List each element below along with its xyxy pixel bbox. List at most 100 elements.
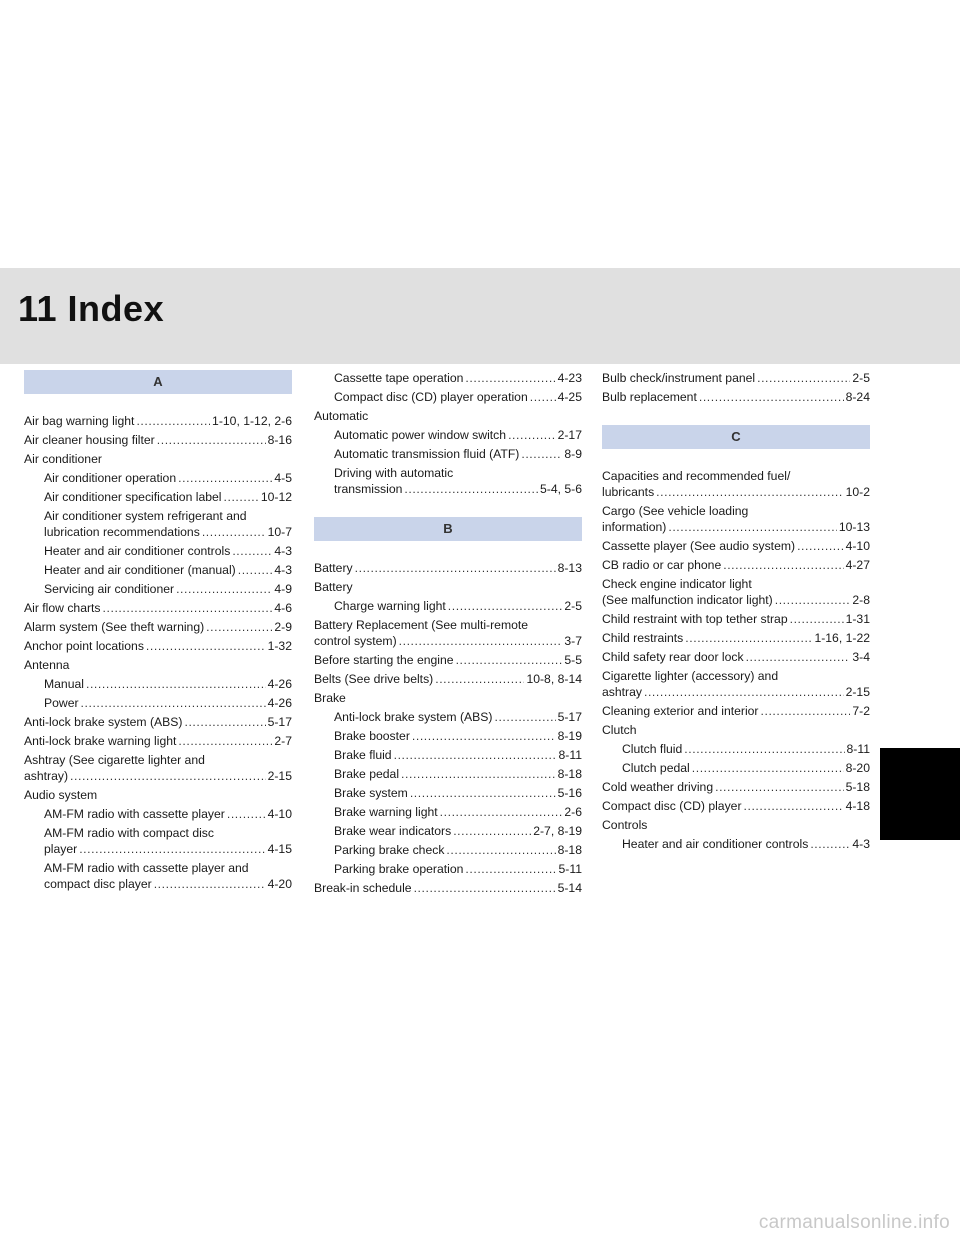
dot-leader xyxy=(136,413,210,429)
entry-label: Anti-lock brake warning light xyxy=(24,734,177,748)
dot-leader xyxy=(79,841,265,857)
dot-leader xyxy=(790,611,844,627)
dot-leader xyxy=(202,524,266,540)
entry-label: Compact disc (CD) player operation xyxy=(334,390,528,404)
entry-label: (See malfunction indicator light) xyxy=(602,593,773,607)
index-subentry: Servicing air conditioner4-9 xyxy=(24,581,292,597)
entry-label: Parking brake operation xyxy=(334,862,464,876)
page-reference: 2-5 xyxy=(852,371,870,385)
page-reference: 10-2 xyxy=(845,485,870,499)
page-reference: 10-7 xyxy=(267,525,292,539)
index-subentry: Brake warning light2-6 xyxy=(314,804,582,820)
dot-leader xyxy=(394,747,557,763)
entry-label: compact disc player xyxy=(44,877,152,891)
entry-label: Brake wear indicators xyxy=(334,824,452,838)
entry-label: ashtray) xyxy=(24,769,69,783)
page-reference: 10-8, 8-14 xyxy=(526,672,582,686)
dot-leader xyxy=(456,652,563,668)
entry-label: CB radio or car phone xyxy=(602,558,722,572)
index-entry: Cassette player (See audio system)4-10 xyxy=(602,538,870,554)
dot-leader xyxy=(644,684,844,700)
page-reference: 3-7 xyxy=(564,634,582,648)
index-entry: Anchor point locations1-32 xyxy=(24,638,292,654)
page-reference: 4-3 xyxy=(274,563,292,577)
index-entry: Break-in schedule5-14 xyxy=(314,880,582,896)
entry-label: Air conditioner specification label xyxy=(44,490,222,504)
dot-leader xyxy=(465,370,555,386)
page-reference: 8-16 xyxy=(267,433,292,447)
page-reference: 4-10 xyxy=(267,807,292,821)
entry-label: Parking brake check xyxy=(334,843,445,857)
index-subentry: Brake fluid8-11 xyxy=(314,747,582,763)
dot-leader xyxy=(232,543,272,559)
entry-label: AM-FM radio with compact disc xyxy=(44,826,214,840)
page-reference: 8-18 xyxy=(557,767,582,781)
dot-leader xyxy=(453,823,531,839)
entry-label: information) xyxy=(602,520,667,534)
index-entry: Battery8-13 xyxy=(314,560,582,576)
dot-leader xyxy=(86,676,266,692)
entry-label: Audio system xyxy=(24,788,98,802)
dot-leader xyxy=(414,880,556,896)
index-entry: Clutch xyxy=(602,722,870,738)
index-entry: Child restraint with top tether strap1-3… xyxy=(602,611,870,627)
index-subentry: AM-FM radio with cassette player4-10 xyxy=(24,806,292,822)
entry-label: Brake system xyxy=(334,786,408,800)
entry-label: Air flow charts xyxy=(24,601,101,615)
index-entry: Cleaning exterior and interior7-2 xyxy=(602,703,870,719)
entry-label: Charge warning light xyxy=(334,599,446,613)
entry-label: transmission xyxy=(334,482,403,496)
entry-label: Brake xyxy=(314,691,346,705)
index-subentry: Parking brake operation5-11 xyxy=(314,861,582,877)
page-reference: 8-18 xyxy=(557,843,582,857)
dot-leader xyxy=(465,861,556,877)
entry-label: Automatic power window switch xyxy=(334,428,507,442)
page-reference: 5-18 xyxy=(845,780,870,794)
section-letter-header: B xyxy=(314,517,582,541)
dot-leader xyxy=(744,798,844,814)
entry-label: Cold weather driving xyxy=(602,780,714,794)
page-reference: 2-7, 8-19 xyxy=(533,824,582,838)
entry-label: Manual xyxy=(44,677,84,691)
entry-label: player xyxy=(44,842,78,856)
entry-label: lubrication recommendations xyxy=(44,525,200,539)
index-subentry: Brake pedal8-18 xyxy=(314,766,582,782)
entry-label: AM-FM radio with cassette player and xyxy=(44,861,249,875)
index-subentry: Brake wear indicators 2-7, 8-19 xyxy=(314,823,582,839)
index-entry: Child restraints1-16, 1-22 xyxy=(602,630,870,646)
entry-label: Cassette tape operation xyxy=(334,371,464,385)
dot-leader xyxy=(227,806,266,822)
entry-label: Anti-lock brake system (ABS) xyxy=(334,710,493,724)
page-reference: 4-18 xyxy=(845,799,870,813)
page-reference: 2-15 xyxy=(267,769,292,783)
index-entry: Battery xyxy=(314,579,582,595)
page-reference: 5-16 xyxy=(557,786,582,800)
entry-label: Heater and air conditioner controls xyxy=(622,837,809,851)
index-entry: Air flow charts4-6 xyxy=(24,600,292,616)
dot-leader xyxy=(656,484,843,500)
index-subentry: AM-FM radio with compact discplayer4-15 xyxy=(24,825,292,857)
index-subentry: Automatic transmission fluid (ATF)8-9 xyxy=(314,446,582,462)
dot-leader xyxy=(412,728,556,744)
page-reference: 4-23 xyxy=(557,371,582,385)
dot-leader xyxy=(494,709,555,725)
watermark: carmanualsonline.info xyxy=(758,1212,950,1233)
entry-label: Anchor point locations xyxy=(24,639,144,653)
page-reference: 7-2 xyxy=(852,704,870,718)
page-reference: 2-6 xyxy=(564,805,582,819)
index-subentry: Power4-26 xyxy=(24,695,292,711)
index-subentry: Brake system 5-16 xyxy=(314,785,582,801)
dot-leader xyxy=(685,630,812,646)
dot-leader xyxy=(448,598,563,614)
dot-leader xyxy=(154,876,266,892)
page-reference: 4-10 xyxy=(845,539,870,553)
dot-leader xyxy=(746,649,851,665)
entry-label: Child safety rear door lock xyxy=(602,650,744,664)
index-subentry: Manual4-26 xyxy=(24,676,292,692)
entry-label: Child restraint with top tether strap xyxy=(602,612,788,626)
